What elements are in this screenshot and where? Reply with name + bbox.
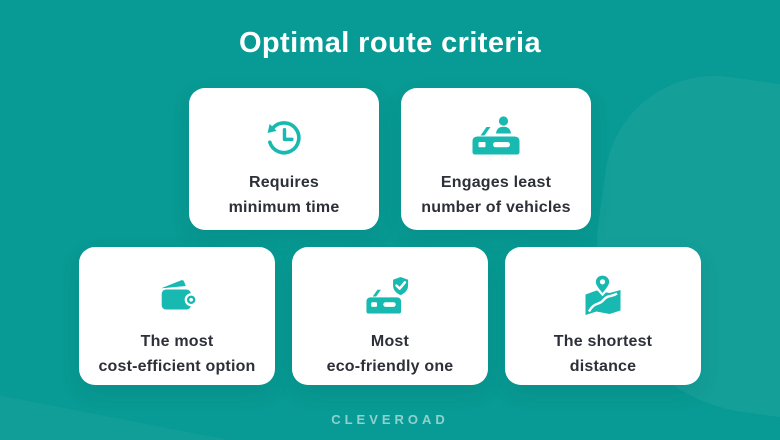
card-label-line: The shortest — [553, 333, 653, 350]
card-label-line: eco-friendly one — [326, 357, 454, 375]
card-label: The shortest distance — [554, 330, 652, 380]
card-label-line: minimum time — [228, 198, 340, 216]
history-clock-icon — [256, 112, 312, 160]
card-shortest-distance: The shortest distance — [505, 247, 701, 385]
criteria-row-bottom: The most cost-efficient option Most — [0, 247, 780, 385]
wallet-icon — [149, 271, 205, 319]
card-label-line: number of vehicles — [421, 198, 571, 216]
map-route-pin-icon — [575, 271, 631, 319]
page-title: Optimal route criteria — [238, 27, 542, 59]
card-label: Requires minimum time — [229, 171, 340, 221]
card-minimum-time: Requires minimum time — [189, 88, 379, 230]
card-label-line: distance — [569, 357, 637, 375]
card-label-line: Most — [370, 333, 410, 350]
background-blob-bottom-left — [0, 380, 372, 440]
card-label: Most eco-friendly one — [327, 330, 454, 380]
eco-car-shield-icon — [362, 271, 418, 319]
card-eco-friendly: Most eco-friendly one — [292, 247, 488, 385]
brand-logo-text: CLEVEROAD — [331, 412, 449, 427]
criteria-row-top: Requires minimum time Engages l — [0, 88, 780, 230]
card-cost-efficient: The most cost-efficient option — [79, 247, 275, 385]
card-label-line: cost-efficient option — [98, 357, 256, 375]
card-label: Engages least number of vehicles — [421, 171, 570, 221]
card-label-line: Engages least — [440, 174, 552, 191]
car-driver-icon — [468, 112, 524, 160]
card-label-line: Requires — [248, 174, 320, 191]
card-label: The most cost-efficient option — [98, 330, 255, 380]
card-label-line: The most — [140, 333, 214, 350]
card-least-vehicles: Engages least number of vehicles — [401, 88, 591, 230]
